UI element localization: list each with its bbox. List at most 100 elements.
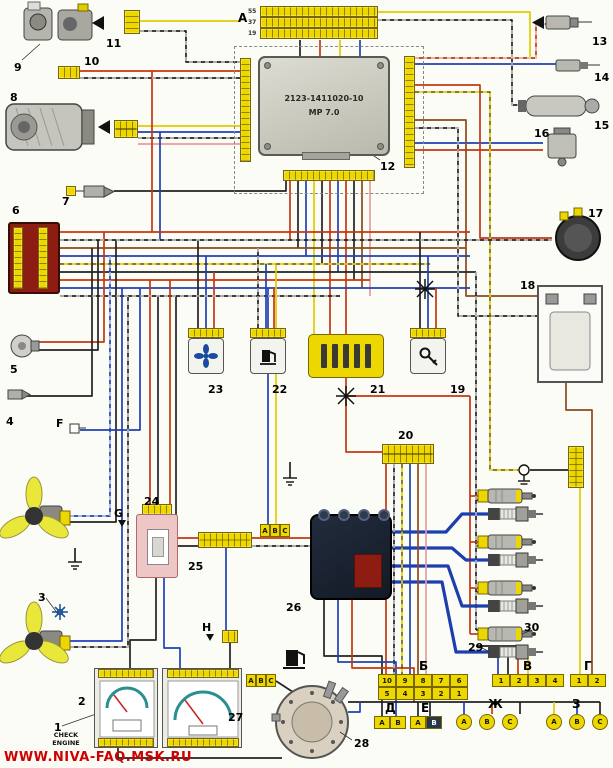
spark-plug — [488, 552, 543, 568]
callout-27: 27 — [228, 711, 244, 724]
coil-tower — [358, 509, 370, 521]
connector-a-row3-number: 19 — [248, 30, 257, 37]
cluster-right-top-pins — [167, 669, 239, 678]
connector-a-row1 — [260, 6, 378, 17]
connector-a-row2-number: 37 — [248, 19, 257, 26]
connector-h — [222, 630, 238, 643]
ecu-left-pin-strip — [240, 58, 251, 162]
connector-pin: 10 — [378, 674, 396, 687]
callout-30: 30 — [524, 621, 540, 634]
connector-pin: 3 — [528, 674, 546, 687]
wire-bundle-middle — [74, 264, 310, 668]
maf-sensor — [5, 103, 110, 151]
callout-9: 9 — [14, 61, 22, 74]
cluster-left-bottom-pins — [98, 738, 154, 747]
screw-icon — [264, 143, 271, 150]
callout-7: 7 — [62, 195, 70, 208]
callout-3: 3 — [38, 591, 46, 604]
connector-zh-label: Ж — [488, 697, 503, 711]
callout-14: 14 — [594, 71, 610, 84]
connector-pin: 6 — [450, 674, 468, 687]
connector-a-row3 — [260, 28, 378, 39]
connector-z-label: З — [572, 697, 581, 711]
check-engine-label: CHECK ENGINE — [46, 731, 86, 748]
connector-pin: В — [569, 714, 585, 730]
fuel-tank-module — [271, 680, 349, 759]
connector-d-label: Д — [385, 701, 396, 715]
sensor-13 — [532, 15, 592, 30]
ecu-model-text: 2123-1411020-10 — [284, 94, 364, 103]
screw-icon — [264, 62, 271, 69]
right-mid-connector — [568, 446, 584, 488]
screw-icon — [377, 143, 384, 150]
callout-G: G — [114, 507, 124, 520]
ecu-right-pin-strip — [404, 56, 415, 168]
sensor-5 — [10, 334, 40, 358]
connector-pin: 1 — [492, 674, 510, 687]
connector-pin: С — [592, 714, 608, 730]
callout-20: 20 — [398, 429, 414, 442]
callout-1: 1 — [54, 721, 62, 734]
sensor-16 — [547, 127, 577, 167]
callout-H: H — [202, 621, 212, 634]
fuel-pump-relay — [250, 338, 286, 374]
connector-10 — [58, 66, 80, 79]
gauge — [99, 680, 155, 738]
connector-pin: С — [266, 674, 276, 687]
terminal-f-icon — [69, 423, 86, 434]
callout-18: 18 — [520, 279, 536, 292]
connector-pin: С — [280, 524, 290, 537]
fan-relay — [188, 338, 224, 374]
cluster-right-bottom-pins — [167, 738, 239, 747]
connector-pin: 4 — [396, 687, 414, 700]
arrow-left-icon — [98, 120, 110, 134]
connector-pin: А — [456, 714, 472, 730]
connector-v-label: В — [523, 659, 533, 673]
callout-22: 22 — [272, 383, 288, 396]
callout-16: 16 — [534, 127, 550, 140]
callout-29: 29 — [468, 641, 484, 654]
relay-slot — [332, 344, 338, 368]
wire-bundle-high-tension — [392, 512, 488, 654]
cooling-fan — [0, 476, 71, 539]
fuse-element — [152, 537, 164, 557]
ground-icon — [68, 464, 530, 570]
check-engine-line1: CHECK — [53, 731, 79, 739]
connector-pin: 1 — [450, 687, 468, 700]
spark-plug — [488, 506, 543, 522]
sensor-14 — [555, 59, 600, 72]
connector-pin: 2 — [432, 687, 450, 700]
connector-pin: В — [270, 524, 280, 537]
key-icon — [419, 347, 438, 366]
connector-pin: 2 — [588, 674, 606, 687]
callout-24: 24 — [144, 495, 160, 508]
connector-pin: А — [246, 674, 256, 687]
callout-28: 28 — [354, 737, 370, 750]
ignition-relay-pins — [410, 328, 446, 338]
connector-pin: С — [502, 714, 518, 730]
callout-13: 13 — [592, 35, 608, 48]
fuel-pump-icon — [260, 350, 276, 365]
fuel-injector — [477, 488, 536, 504]
mid-connector — [198, 532, 252, 548]
connector-pin: В — [479, 714, 495, 730]
coil-tower — [378, 509, 390, 521]
screw-icon — [377, 62, 384, 69]
main-relay — [308, 334, 384, 378]
connector-11 — [124, 10, 140, 34]
spark-plug — [488, 598, 543, 614]
fuel-pump-icon — [283, 650, 305, 669]
connector-pin: А — [260, 524, 270, 537]
relay-slot — [343, 344, 349, 368]
fuse-block-left-pins — [13, 227, 23, 289]
check-engine-line2: ENGINE — [52, 738, 80, 747]
callout-5: 5 — [10, 363, 18, 376]
maf-connector — [114, 120, 138, 138]
